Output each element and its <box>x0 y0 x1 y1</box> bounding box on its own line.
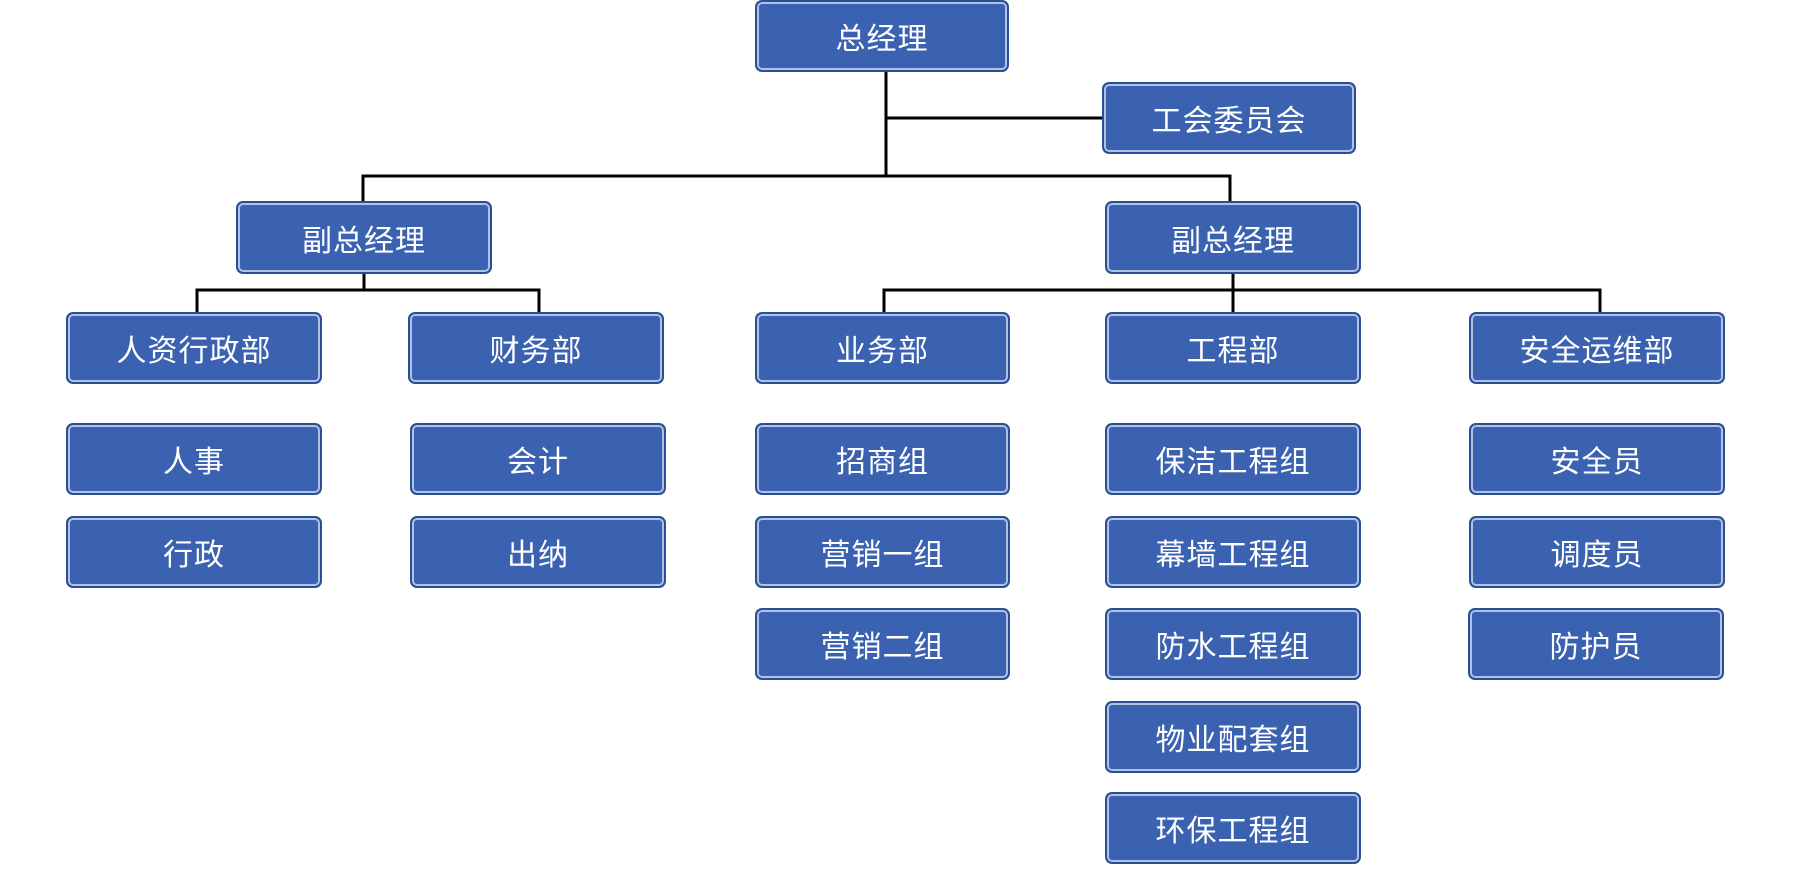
group-environmental-label: 环保工程组 <box>1155 814 1311 849</box>
group-marketing-2-box: 营销二组 <box>755 608 1010 680</box>
group-cashier-box: 出纳 <box>410 516 666 588</box>
department-safety-ops-label: 安全运维部 <box>1519 334 1675 369</box>
group-hr-personnel-box: 人事 <box>66 423 322 495</box>
department-finance-label: 财务部 <box>489 334 583 369</box>
group-investment-label: 招商组 <box>836 445 929 480</box>
group-marketing-1-box: 营销一组 <box>755 516 1010 588</box>
department-engineering-label: 工程部 <box>1186 334 1280 369</box>
union-committee-label: 工会委员会 <box>1151 104 1307 139</box>
union-committee-box: 工会委员会 <box>1102 82 1356 154</box>
group-investment-box: 招商组 <box>755 423 1010 495</box>
department-engineering-box: 工程部 <box>1105 312 1361 384</box>
group-property-box: 物业配套组 <box>1105 701 1361 773</box>
group-curtain-wall-label: 幕墙工程组 <box>1155 538 1311 573</box>
group-marketing-1-label: 营销一组 <box>820 538 945 573</box>
general-manager-box: 总经理 <box>755 0 1009 72</box>
group-safety-officer-label: 安全员 <box>1550 445 1644 480</box>
group-waterproof-box: 防水工程组 <box>1105 608 1361 680</box>
group-hr-admin-label: 行政 <box>163 538 225 573</box>
group-property-label: 物业配套组 <box>1155 723 1311 758</box>
group-safety-officer-box: 安全员 <box>1469 423 1725 495</box>
group-cleaning-box: 保洁工程组 <box>1105 423 1361 495</box>
department-hr-admin-label: 人资行政部 <box>116 334 272 369</box>
group-protector-box: 防护员 <box>1468 608 1724 680</box>
group-cleaning-label: 保洁工程组 <box>1155 445 1311 480</box>
deputy-right-label: 副总经理 <box>1171 223 1295 259</box>
group-hr-admin-box: 行政 <box>66 516 322 588</box>
group-curtain-wall-box: 幕墙工程组 <box>1105 516 1361 588</box>
group-protector-label: 防护员 <box>1549 630 1643 665</box>
general-manager-label: 总经理 <box>835 22 929 57</box>
deputy-left-box: 副总经理 <box>236 201 492 274</box>
group-marketing-2-label: 营销二组 <box>820 630 945 665</box>
deputy-right-box: 副总经理 <box>1105 201 1361 274</box>
group-accounting-label: 会计 <box>507 445 569 480</box>
group-hr-personnel-label: 人事 <box>163 445 225 480</box>
deputy-left-label: 副总经理 <box>302 223 426 259</box>
group-dispatcher-box: 调度员 <box>1469 516 1725 588</box>
group-environmental-box: 环保工程组 <box>1105 792 1361 864</box>
department-safety-ops-box: 安全运维部 <box>1469 312 1725 384</box>
group-waterproof-label: 防水工程组 <box>1155 630 1311 665</box>
group-accounting-box: 会计 <box>410 423 666 495</box>
department-hr-admin-box: 人资行政部 <box>66 312 322 384</box>
department-business-label: 业务部 <box>836 334 929 369</box>
department-business-box: 业务部 <box>755 312 1010 384</box>
group-cashier-label: 出纳 <box>507 538 569 573</box>
department-finance-box: 财务部 <box>408 312 664 384</box>
group-dispatcher-label: 调度员 <box>1550 538 1644 573</box>
